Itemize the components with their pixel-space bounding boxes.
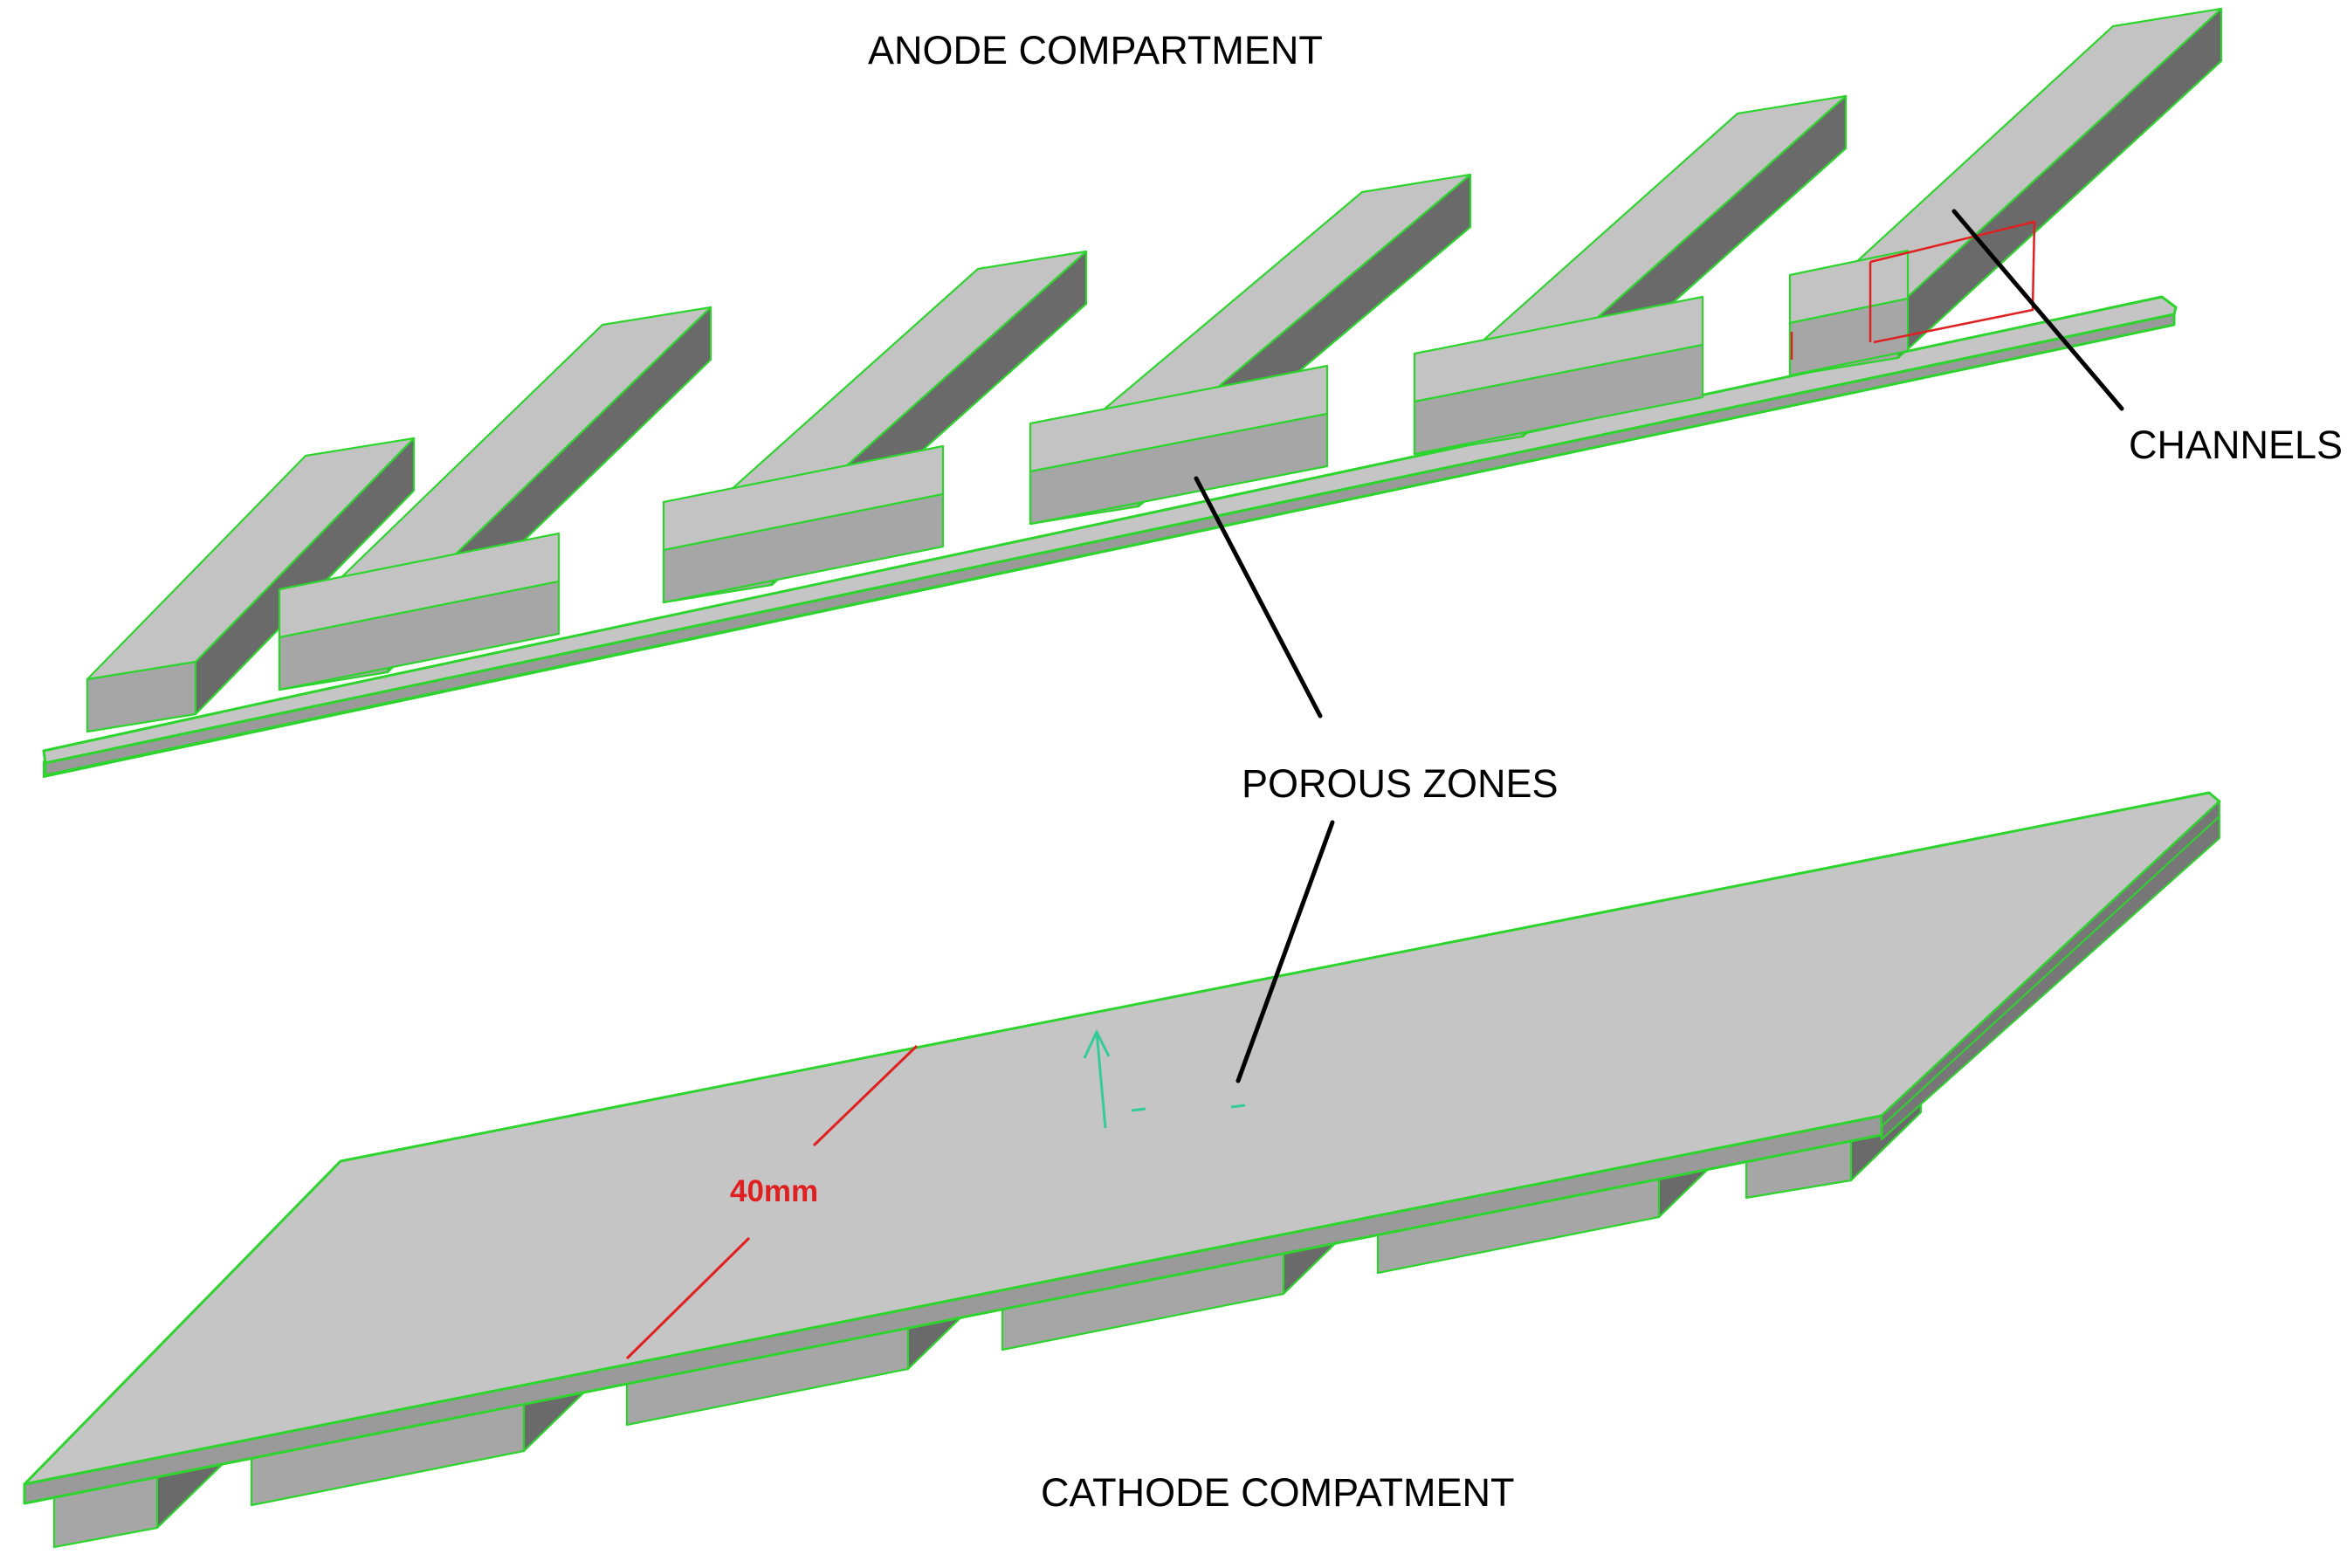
dimension-40mm: 40mm — [625, 1044, 919, 1360]
anode-front-bar-5-front — [1788, 297, 1910, 377]
anode-front-bar-4-front — [1413, 343, 1704, 456]
cathode-compartment-label: CATHODE COMPATMENT — [1041, 1470, 1514, 1515]
anode-ridge-1 — [86, 437, 416, 733]
channels-leader — [1951, 209, 2124, 411]
cathode-porous-plate — [23, 791, 2221, 1505]
channels-label: CHANNELS — [2129, 423, 2343, 467]
anode-compartment-label: ANODE COMPARTMENT — [868, 28, 1323, 72]
anode-front-bar-3 — [1029, 364, 1329, 526]
axis-triad — [1083, 1028, 1246, 1129]
dimension-label: 40mm — [730, 1174, 818, 1208]
anode-front-bar-1-front — [278, 580, 561, 691]
porous-zones-leader-top — [1194, 476, 1323, 719]
anode-ridge-1-top — [86, 437, 416, 681]
porous-zones-leader-bottom — [1235, 820, 1335, 1083]
anode-porous-plate — [42, 295, 2178, 778]
cathode-compartment: 40mm — [23, 791, 2221, 1549]
anode-compartment — [42, 7, 2223, 778]
anode-front-bar-3-front — [1029, 412, 1329, 526]
anode-front-bar-1 — [278, 532, 561, 691]
leader-lines — [1194, 209, 2124, 1083]
anode-front-bar-4 — [1413, 295, 1704, 456]
anode-channel-blocks — [86, 7, 2223, 733]
anode-front-bar-5 — [1788, 249, 1910, 377]
porous-zones-label: POROUS ZONES — [1242, 761, 1559, 806]
anode-front-bar-2 — [662, 444, 945, 604]
anode-outlet-marker — [1790, 220, 2036, 360]
anode-front-bar-2-front — [662, 492, 945, 604]
